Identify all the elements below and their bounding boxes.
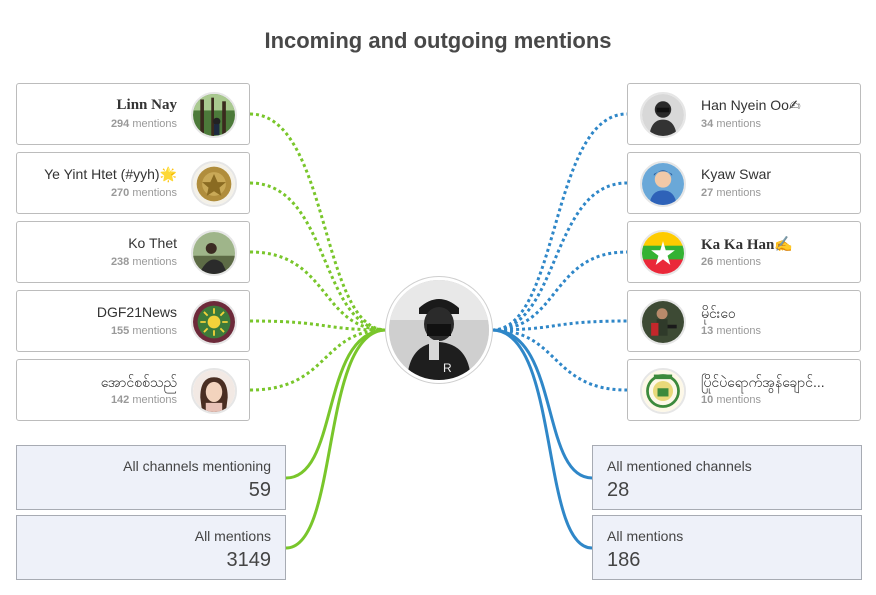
svg-text:R: R (443, 361, 452, 375)
outgoing-channel-card[interactable]: မိုင်းဝေ 13 mentions (627, 290, 861, 352)
masked-person-avatar: R (389, 280, 489, 380)
outgoing-link-line (491, 181, 628, 332)
total-value: 186 (607, 549, 641, 571)
incoming-link-line (249, 181, 387, 332)
myanmar-flag-avatar (640, 230, 686, 276)
channel-name: Ye Yint Htet (#yyh)🌟 (44, 166, 177, 182)
green-seal-avatar (640, 368, 686, 414)
incoming-link-line (249, 328, 387, 392)
total-label: All mentions (194, 528, 271, 544)
incoming-link-line (249, 112, 387, 332)
incoming-total-line (285, 328, 387, 550)
channel-name: အောင်စစ်သည် (100, 374, 177, 390)
total-value: 28 (607, 479, 630, 501)
channel-name: Linn Nay (116, 97, 177, 113)
total-value: 3149 (226, 549, 272, 571)
outgoing-total-line (491, 328, 593, 480)
outgoing-link-line (491, 328, 628, 392)
outgoing-channel-card[interactable]: ပြိုင်ပဲရောက်အွန်ချောင်... 10 mentions (627, 359, 861, 421)
mention-count: 13 mentions (701, 325, 761, 337)
all-mentioned-channels-box: All mentioned channels 28 (592, 445, 862, 510)
incoming-channel-card[interactable]: Ye Yint Htet (#yyh)🌟 270 mentions (16, 152, 250, 214)
channel-name: ပြိုင်ပဲရောက်အွန်ချောင်... (701, 374, 825, 390)
total-label: All channels mentioning (123, 458, 271, 474)
incoming-link-line (249, 319, 387, 332)
mention-count: 155 mentions (110, 325, 177, 337)
person-outdoor-avatar (191, 230, 237, 276)
total-value: 59 (248, 479, 271, 501)
mention-count: 142 mentions (110, 394, 177, 406)
center-channel-avatar[interactable]: R (386, 277, 492, 383)
channel-name: DGF21News (96, 304, 177, 320)
channel-name: Han Nyein Oo✍ (701, 97, 801, 113)
mention-count: 27 mentions (701, 187, 761, 199)
mention-count: 26 mentions (701, 256, 761, 268)
incoming-channel-card[interactable]: Linn Nay 294 mentions (16, 83, 250, 145)
outgoing-channel-card[interactable]: Ka Ka Han✍ 26 mentions (627, 221, 861, 283)
mention-count: 294 mentions (110, 118, 177, 130)
child-portrait-avatar (640, 161, 686, 207)
all-channels-mentioning-box: All channels mentioning 59 (16, 445, 286, 510)
girl-portrait-avatar (191, 368, 237, 414)
outgoing-link-line (491, 319, 628, 332)
incoming-all-mentions-box: All mentions 3149 (16, 515, 286, 580)
channel-name: Kyaw Swar (701, 166, 772, 182)
outgoing-link-line (491, 250, 628, 332)
mention-count: 34 mentions (701, 118, 761, 130)
mention-count: 10 mentions (701, 394, 761, 406)
channel-name: မိုင်းဝေ (701, 305, 736, 321)
incoming-link-line (249, 250, 387, 332)
total-label: All mentioned channels (607, 458, 752, 474)
incoming-channel-card[interactable]: DGF21News 155 mentions (16, 290, 250, 352)
outgoing-channel-card[interactable]: Kyaw Swar 27 mentions (627, 152, 861, 214)
page-title: Incoming and outgoing mentions (264, 28, 612, 53)
soldier-field-avatar (640, 299, 686, 345)
channel-name: Ko Thet (128, 235, 177, 251)
outgoing-channel-card[interactable]: Han Nyein Oo✍ 34 mentions (627, 83, 861, 145)
mention-count: 270 mentions (110, 187, 177, 199)
forest-photo-avatar (191, 92, 237, 138)
outgoing-total-line (491, 328, 593, 550)
outgoing-all-mentions-box: All mentions 186 (592, 515, 862, 580)
incoming-total-line (285, 328, 387, 480)
mention-count: 238 mentions (110, 256, 177, 268)
soldier-portrait-avatar (640, 92, 686, 138)
incoming-channel-card[interactable]: အောင်စစ်သည် 142 mentions (16, 359, 250, 421)
total-label: All mentions (607, 528, 684, 544)
military-emblem-avatar (191, 161, 237, 207)
incoming-channel-card[interactable]: Ko Thet 238 mentions (16, 221, 250, 283)
sun-emblem-avatar (191, 299, 237, 345)
channel-name: Ka Ka Han✍ (701, 237, 794, 253)
outgoing-link-line (491, 112, 628, 332)
